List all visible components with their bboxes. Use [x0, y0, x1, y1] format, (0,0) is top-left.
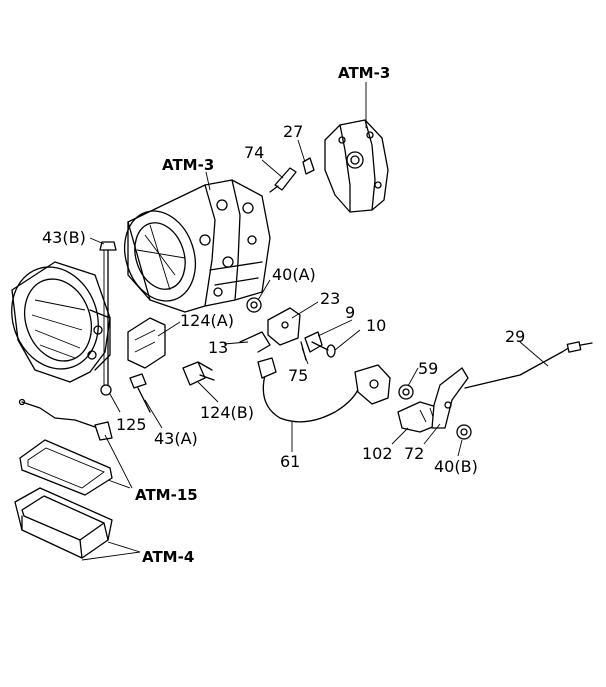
label-102: 102	[362, 444, 393, 463]
label-9: 9	[345, 303, 355, 322]
label-43a: 43(A)	[154, 429, 198, 448]
label-72: 72	[404, 444, 424, 463]
extension-housing	[324, 119, 389, 213]
harness-61	[257, 357, 391, 423]
transmission-case	[124, 179, 271, 313]
bracket-23	[267, 307, 301, 346]
ref-atm3-left: ATM-3	[162, 156, 214, 174]
ref-atm15: ATM-15	[135, 486, 198, 504]
cable-29	[464, 341, 593, 389]
label-59: 59	[418, 359, 438, 378]
bolt-43a	[129, 373, 151, 413]
ref-atm4: ATM-4	[142, 548, 194, 566]
label-40a: 40(A)	[272, 265, 316, 284]
label-43b: 43(B)	[42, 228, 86, 247]
label-61: 61	[280, 452, 300, 471]
oil-pan	[14, 487, 113, 559]
label-13: 13	[208, 338, 228, 357]
label-27: 27	[283, 122, 303, 141]
nut-40a	[246, 297, 262, 313]
label-10: 10	[366, 316, 386, 335]
ref-atm3-top: ATM-3	[338, 64, 390, 82]
connector-124b	[182, 361, 215, 386]
label-125: 125	[116, 415, 147, 434]
label-40b: 40(B)	[434, 457, 478, 476]
label-74: 74	[244, 143, 264, 162]
wire-and-clip-125	[18, 398, 113, 441]
leader-lines	[81, 82, 549, 561]
bracket-124a	[127, 317, 166, 369]
bracket-13	[239, 331, 271, 353]
label-75: 75	[288, 366, 308, 385]
gasket-and-pin	[269, 157, 315, 193]
switch-9-10	[304, 331, 336, 358]
label-124a: 124(A)	[180, 311, 234, 330]
lever-72	[431, 367, 469, 429]
label-124b: 124(B)	[200, 403, 254, 422]
label-29: 29	[505, 327, 525, 346]
bushing-59	[398, 384, 414, 400]
oil-pan-gasket	[19, 439, 113, 496]
bell-housing	[11, 261, 111, 383]
label-23: 23	[320, 289, 340, 308]
nut-40b	[456, 424, 472, 440]
